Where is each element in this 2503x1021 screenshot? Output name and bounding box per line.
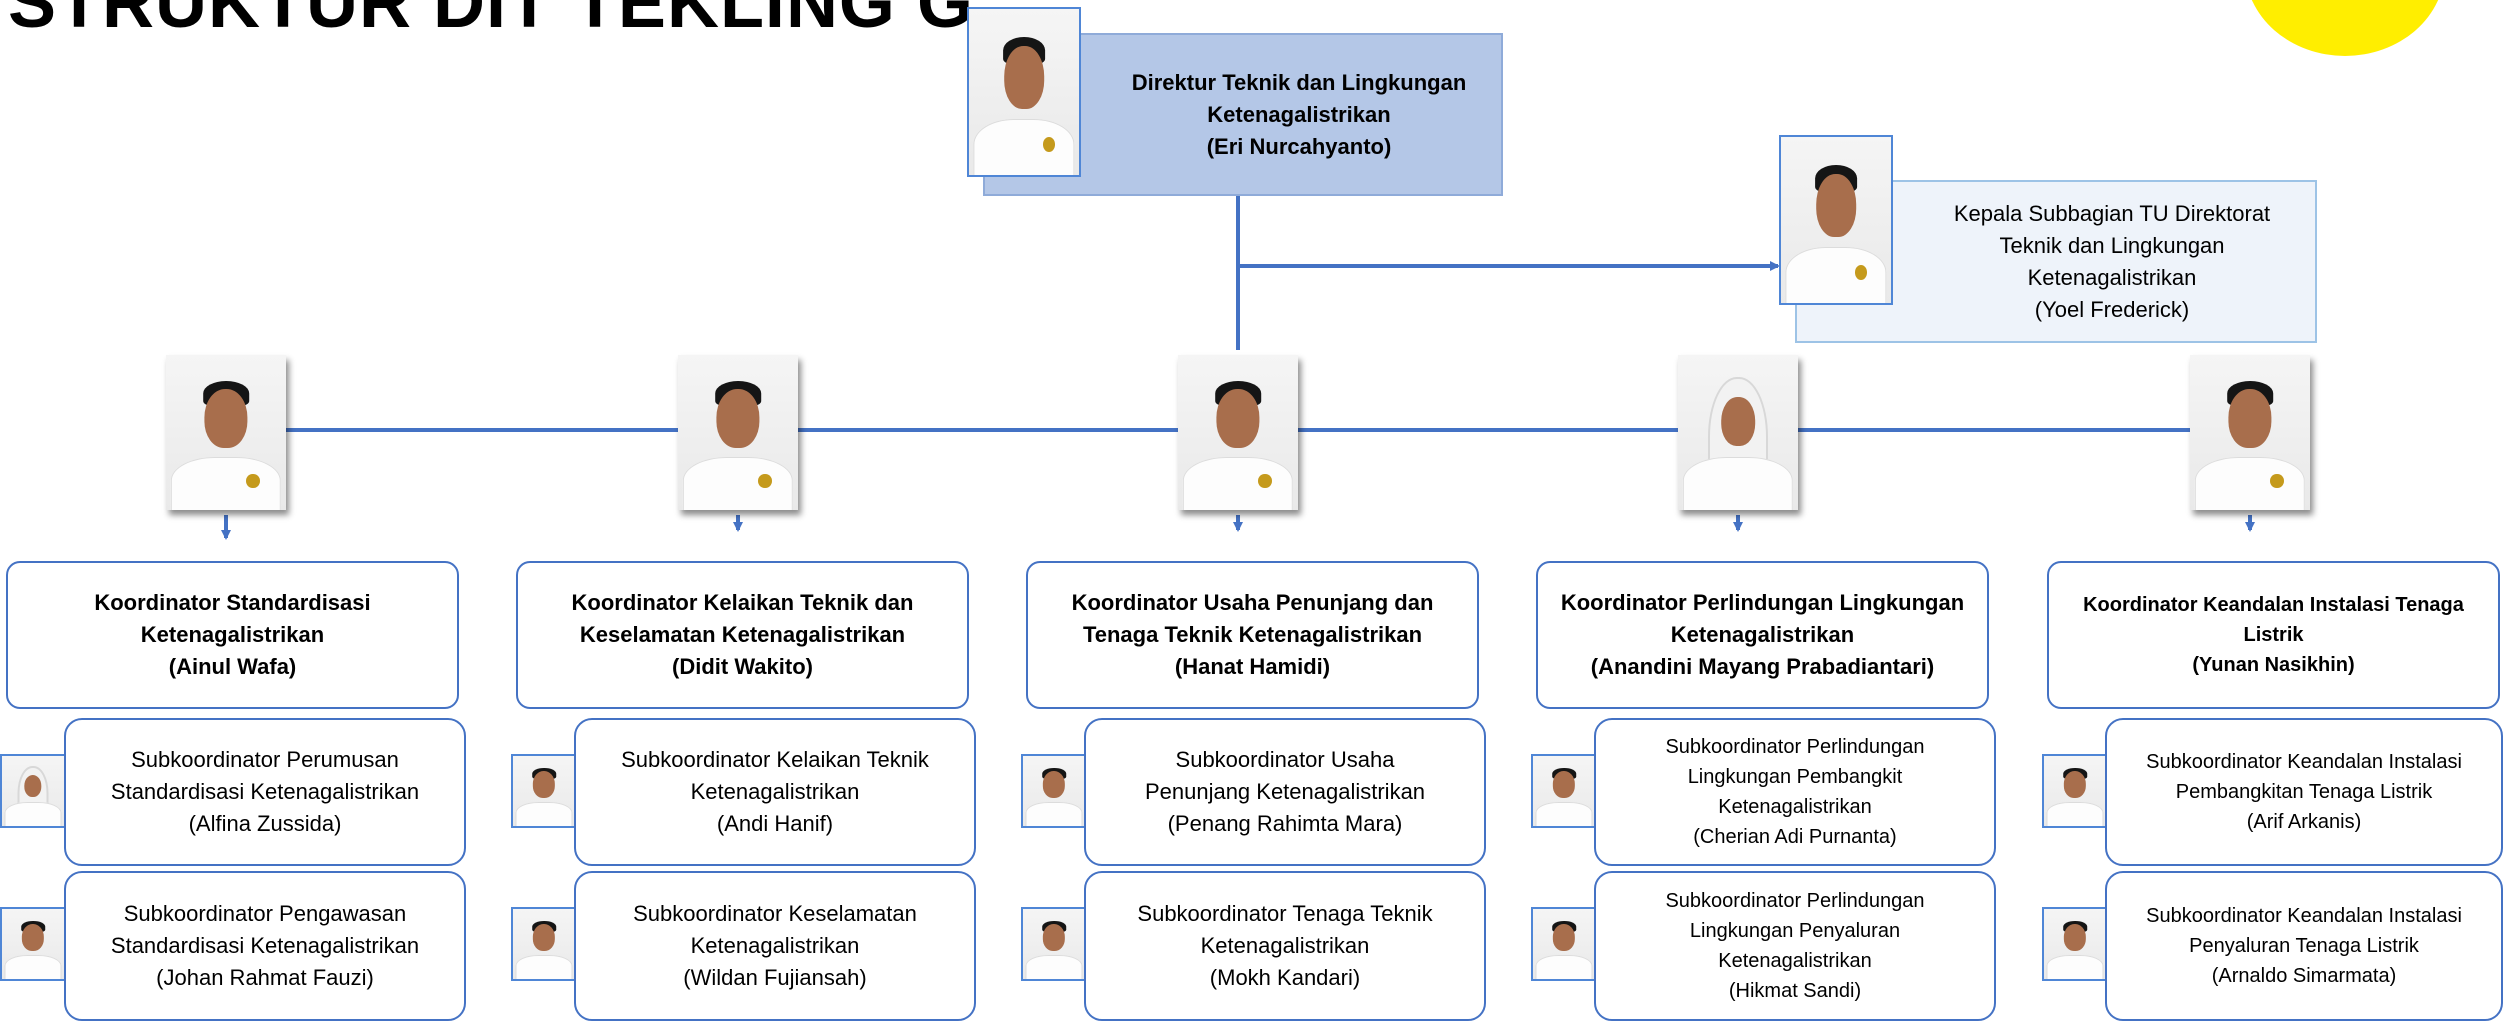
- koordinator-2-name: (Didit Wakito): [672, 654, 813, 679]
- subkoordinator-5a-name: (Arif Arkanis): [2246, 811, 2362, 833]
- subkoordinator-2b-line2: Ketenagalistrikan: [690, 933, 860, 958]
- koordinator-2-line1: Koordinator Kelaikan Teknik dan: [571, 590, 914, 615]
- koordinator-3-line2: Tenaga Teknik Ketenagalistrikan: [1082, 622, 1423, 647]
- subkoordinator-5a-line2: Pembangkitan Tenaga Listrik: [2175, 781, 2433, 803]
- koordinator-4-name: (Anandini Mayang Prabadiantari): [1590, 654, 1935, 679]
- koordinator-3-box[interactable]: Koordinator Usaha Penunjang dan Tenaga T…: [1026, 561, 1479, 709]
- subkoordinator-5b-box[interactable]: Subkoordinator Keandalan Instalasi Penya…: [2105, 871, 2503, 1021]
- koordinator-4-box[interactable]: Koordinator Perlindungan Lingkungan Kete…: [1536, 561, 1989, 709]
- koordinator-1-box[interactable]: Koordinator Standardisasi Ketenagalistri…: [6, 561, 459, 709]
- koordinator-5-line2: Listrik: [2243, 624, 2304, 646]
- subkoordinator-3b-photo: [1021, 907, 1087, 981]
- koordinator-2-box[interactable]: Koordinator Kelaikan Teknik dan Keselama…: [516, 561, 969, 709]
- subkoordinator-3b-box[interactable]: Subkoordinator Tenaga Teknik Ketenagalis…: [1084, 871, 1486, 1021]
- subkoordinator-3a-box[interactable]: Subkoordinator Usaha Penunjang Ketenagal…: [1084, 718, 1486, 866]
- subkoordinator-2b-photo: [511, 907, 577, 981]
- subkoordinator-4a-line1: Subkoordinator Perlindungan: [1665, 736, 1925, 758]
- kasubbag-photo: [1779, 135, 1893, 305]
- koordinator-2-line2: Keselamatan Ketenagalistrikan: [579, 622, 906, 647]
- subkoordinator-2a-line2: Ketenagalistrikan: [690, 779, 860, 804]
- subkoordinator-2a-box[interactable]: Subkoordinator Kelaikan Teknik Ketenagal…: [574, 718, 976, 866]
- subkoordinator-3a-photo: [1021, 754, 1087, 828]
- subkoordinator-3a-line1: Subkoordinator Usaha: [1175, 747, 1395, 772]
- koordinator-4-line2: Ketenagalistrikan: [1670, 622, 1855, 647]
- koordinator-5-line1: Koordinator Keandalan Instalasi Tenaga: [2083, 594, 2464, 616]
- director-role-line2: Ketenagalistrikan: [1207, 101, 1391, 127]
- koordinator-5-name: (Yunan Nasikhin): [2192, 654, 2355, 676]
- subkoordinator-1b-name: (Johan Rahmat Fauzi): [156, 965, 374, 990]
- subkoordinator-5b-line1: Subkoordinator Keandalan Instalasi: [2146, 905, 2462, 927]
- subkoordinator-4b-line2: Lingkungan Penyaluran: [1689, 920, 1901, 942]
- subkoordinator-5a-box[interactable]: Subkoordinator Keandalan Instalasi Pemba…: [2105, 718, 2503, 866]
- subkoordinator-4b-photo: [1531, 907, 1597, 981]
- subkoordinator-2a-name: (Andi Hanif): [716, 811, 834, 836]
- koordinator-2-photo: [678, 355, 798, 510]
- koordinator-3-photo: [1178, 355, 1298, 510]
- subkoordinator-2b-line1: Subkoordinator Keselamatan: [633, 901, 917, 926]
- subkoordinator-3b-name: (Mokh Kandari): [1209, 965, 1361, 990]
- subkoordinator-5b-photo: [2042, 907, 2108, 981]
- subkoordinator-4a-line3: Ketenagalistrikan: [1718, 796, 1872, 818]
- koordinator-5-box[interactable]: Koordinator Keandalan Instalasi Tenaga L…: [2047, 561, 2500, 709]
- subkoordinator-4a-photo: [1531, 754, 1597, 828]
- kasubbag-role-line1: Kepala Subbagian TU Direktorat: [1953, 200, 2271, 226]
- subkoordinator-1a-photo: [0, 754, 66, 828]
- subkoordinator-4b-line3: Ketenagalistrikan: [1718, 950, 1872, 972]
- subkoordinator-5a-line1: Subkoordinator Keandalan Instalasi: [2146, 751, 2462, 773]
- subkoordinator-1b-box[interactable]: Subkoordinator Pengawasan Standardisasi …: [64, 871, 466, 1021]
- subkoordinator-4b-box[interactable]: Subkoordinator Perlindungan Lingkungan P…: [1594, 871, 1996, 1021]
- koordinator-3-name: (Hanat Hamidi): [1174, 654, 1331, 679]
- koordinator-1-line1: Koordinator Standardisasi: [94, 590, 371, 615]
- subkoordinator-5b-line2: Penyaluran Tenaga Listrik: [2189, 935, 2419, 957]
- koordinator-3-line1: Koordinator Usaha Penunjang dan: [1071, 590, 1434, 615]
- koordinator-1-line2: Ketenagalistrikan: [140, 622, 325, 647]
- subkoordinator-1a-line1: Subkoordinator Perumusan: [131, 747, 399, 772]
- subkoordinator-4b-name: (Hikmat Sandi): [1728, 980, 1862, 1002]
- koordinator-4-photo: [1678, 355, 1798, 510]
- subkoordinator-4b-line1: Subkoordinator Perlindungan: [1665, 890, 1925, 912]
- subkoordinator-2a-photo: [511, 754, 577, 828]
- koordinator-4-line1: Koordinator Perlindungan Lingkungan: [1560, 590, 1965, 615]
- subkoordinator-4a-line2: Lingkungan Pembangkit: [1687, 766, 1903, 788]
- subkoordinator-2a-line1: Subkoordinator Kelaikan Teknik: [621, 747, 929, 772]
- koordinator-5-photo: [2190, 355, 2310, 510]
- kasubbag-role-line2: Teknik dan Lingkungan: [1999, 232, 2225, 258]
- koordinator-1-photo: [166, 355, 286, 510]
- subkoordinator-5a-photo: [2042, 754, 2108, 828]
- subkoordinator-1a-name: (Alfina Zussida): [188, 811, 342, 836]
- director-role-line1: Direktur Teknik dan Lingkungan: [1131, 69, 1467, 95]
- subkoordinator-4a-box[interactable]: Subkoordinator Perlindungan Lingkungan P…: [1594, 718, 1996, 866]
- subkoordinator-1b-photo: [0, 907, 66, 981]
- subkoordinator-2b-name: (Wildan Fujiansah): [683, 965, 867, 990]
- subkoordinator-3a-name: (Penang Rahimta Mara): [1167, 811, 1403, 836]
- subkoordinator-1b-line1: Subkoordinator Pengawasan: [123, 901, 407, 926]
- subkoordinator-1a-box[interactable]: Subkoordinator Perumusan Standardisasi K…: [64, 718, 466, 866]
- subkoordinator-3b-line2: Ketenagalistrikan: [1200, 933, 1370, 958]
- page-title: STRUKTUR DIT TEKLING GATRIK: [8, 0, 973, 43]
- subkoordinator-3b-line1: Subkoordinator Tenaga Teknik: [1137, 901, 1433, 926]
- subkoordinator-2b-box[interactable]: Subkoordinator Keselamatan Ketenagalistr…: [574, 871, 976, 1021]
- kasubbag-name: (Yoel Frederick): [2034, 296, 2190, 322]
- koordinator-1-name: (Ainul Wafa): [168, 654, 297, 679]
- subkoordinator-3a-line2: Penunjang Ketenagalistrikan: [1144, 779, 1426, 804]
- subkoordinator-5b-name: (Arnaldo Simarmata): [2211, 965, 2397, 987]
- director-name: (Eri Nurcahyanto): [1206, 133, 1392, 159]
- director-photo: [967, 7, 1081, 177]
- kasubbag-role-line3: Ketenagalistrikan: [2027, 264, 2197, 290]
- subkoordinator-4a-name: (Cherian Adi Purnanta): [1693, 826, 1897, 848]
- subkoordinator-1b-line2: Standardisasi Ketenagalistrikan: [110, 933, 420, 958]
- subkoordinator-1a-line2: Standardisasi Ketenagalistrikan: [110, 779, 420, 804]
